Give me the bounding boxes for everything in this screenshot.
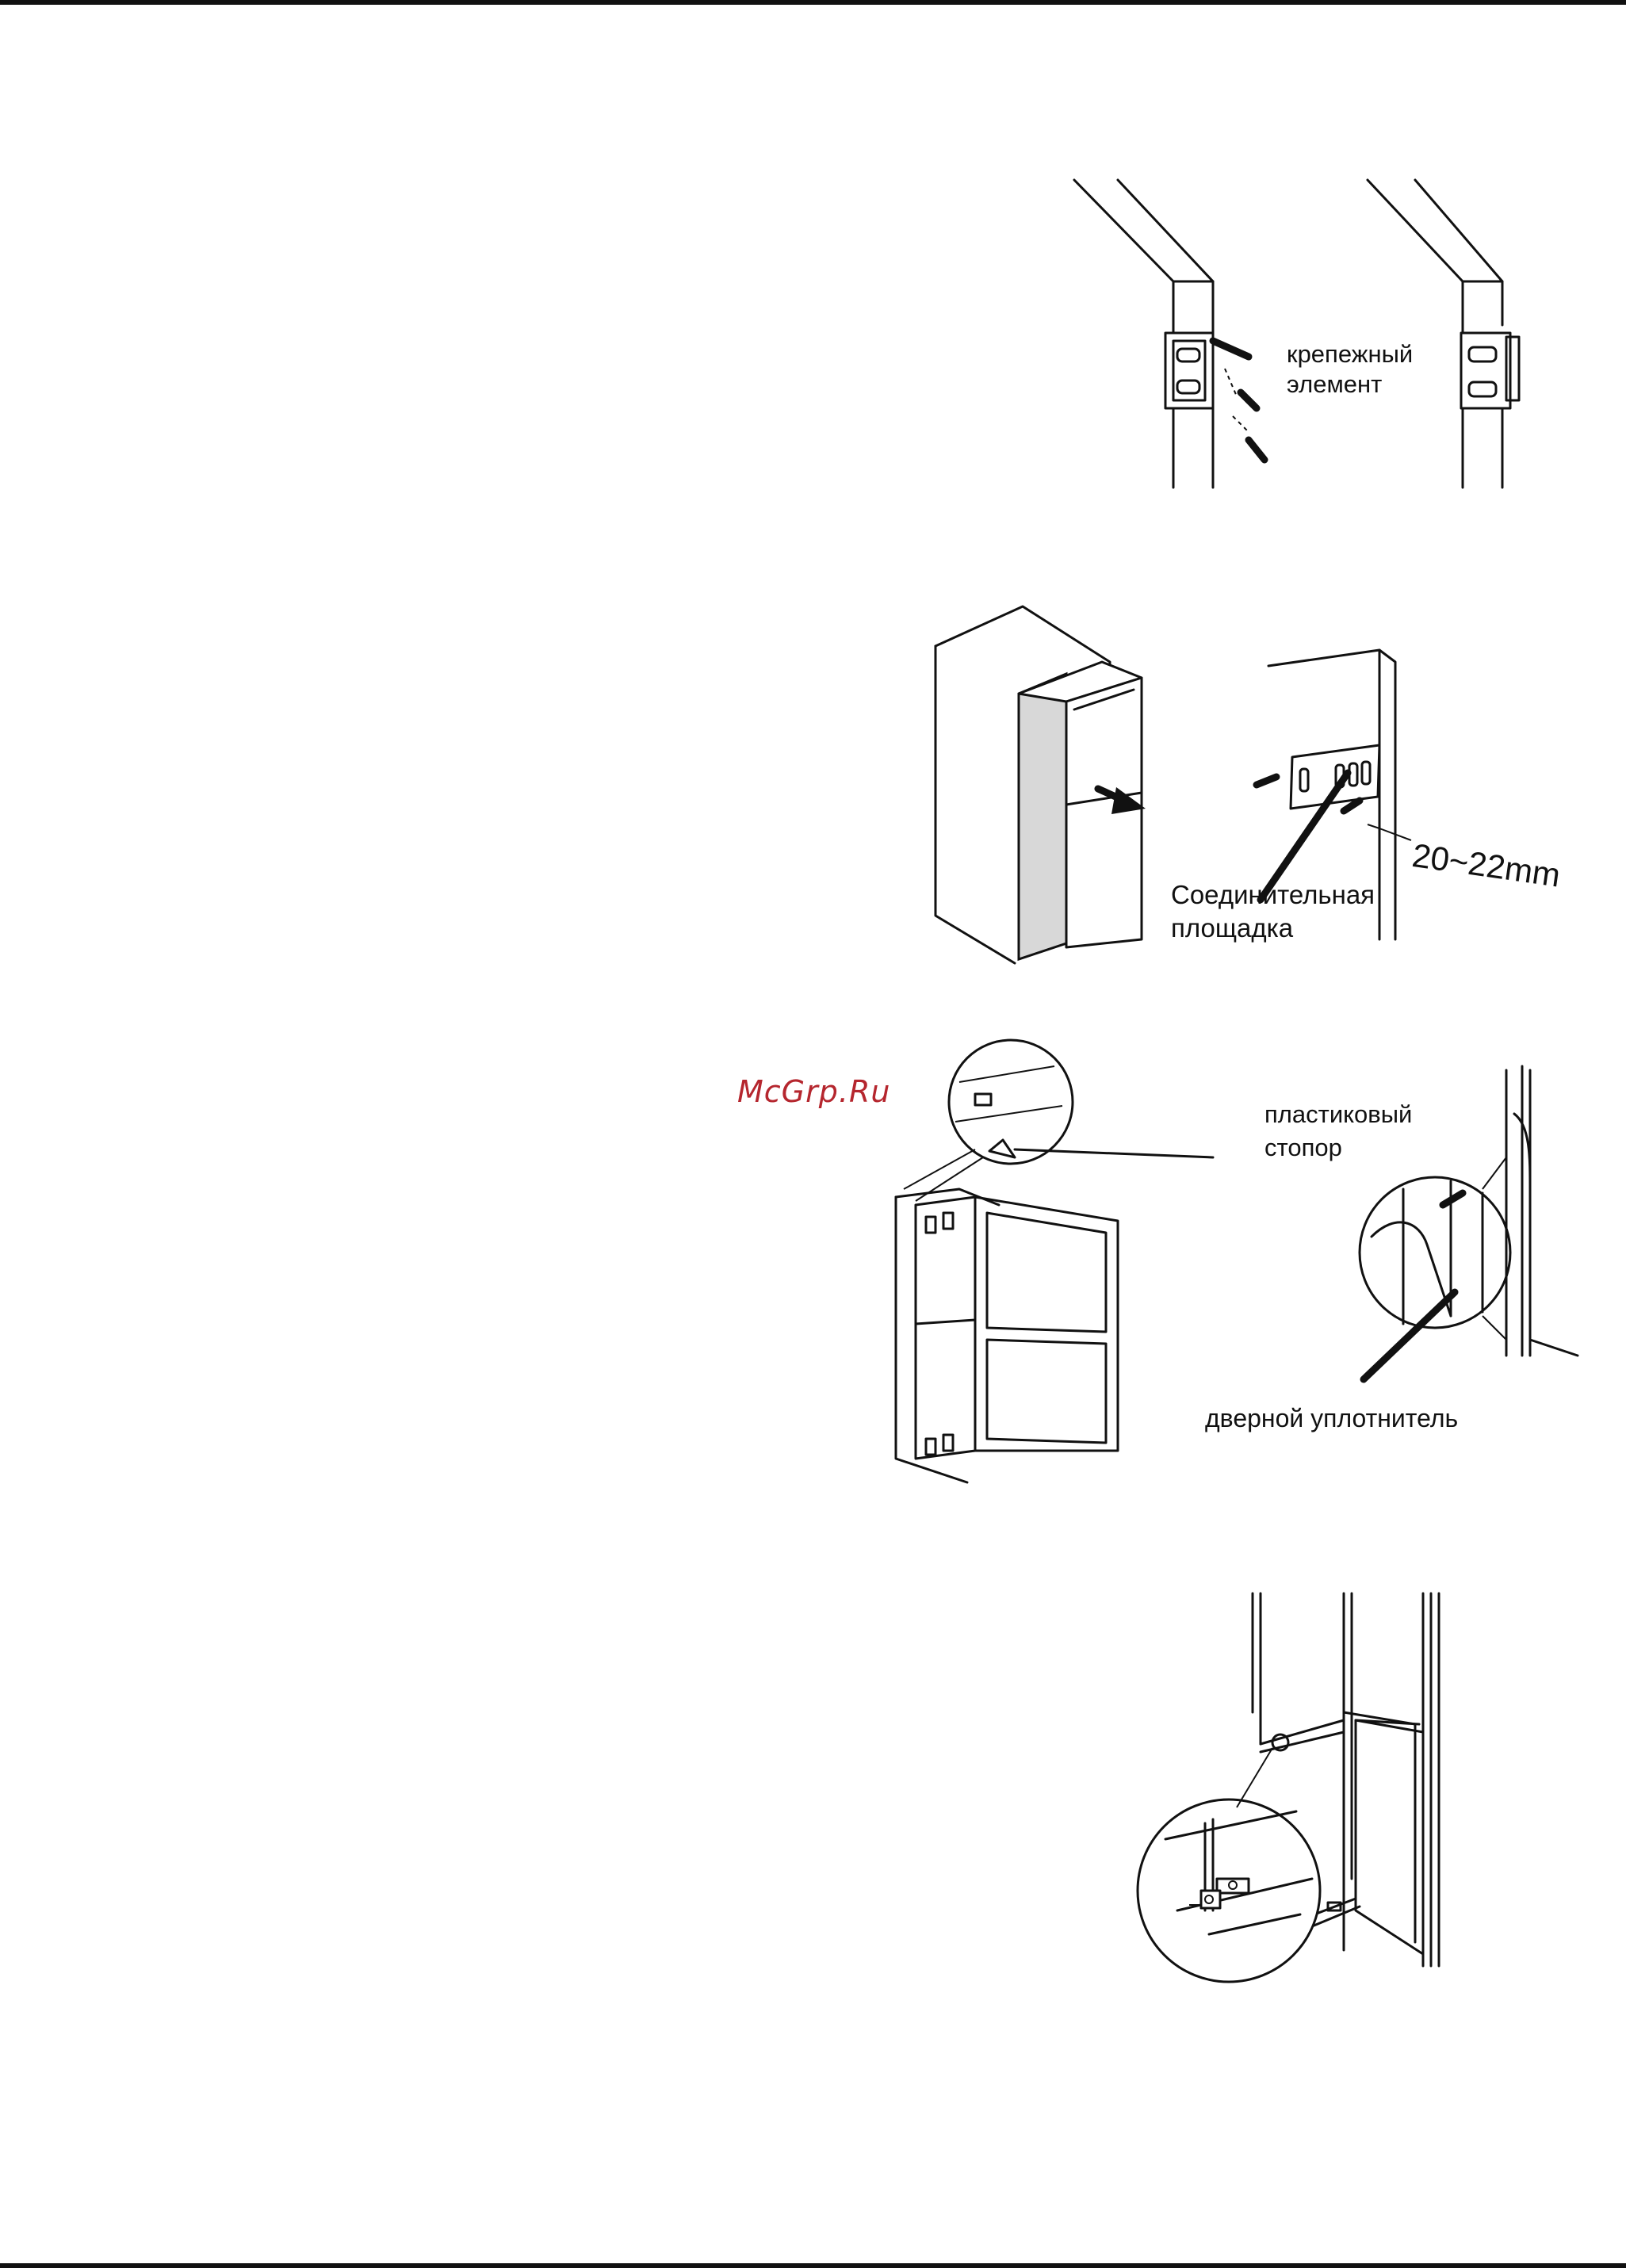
lower-hinge-drawing xyxy=(1130,1538,1601,1986)
figure-lower-hinge xyxy=(1130,1538,1601,1986)
fastener-label: крепежный элемент xyxy=(1287,339,1413,400)
fastener-drawing xyxy=(1043,170,1613,495)
watermark: McGrp.Ru xyxy=(737,1074,890,1109)
figure-fastener xyxy=(1043,170,1613,495)
connecting-pad-label: Соединительная площадка xyxy=(1171,878,1375,945)
bottom-rule xyxy=(0,2263,1626,2268)
top-rule xyxy=(0,0,1626,5)
door-seal-label: дверной уплотнитель xyxy=(1205,1403,1458,1433)
stopper-label: пластиковый стопор xyxy=(1264,1098,1412,1165)
